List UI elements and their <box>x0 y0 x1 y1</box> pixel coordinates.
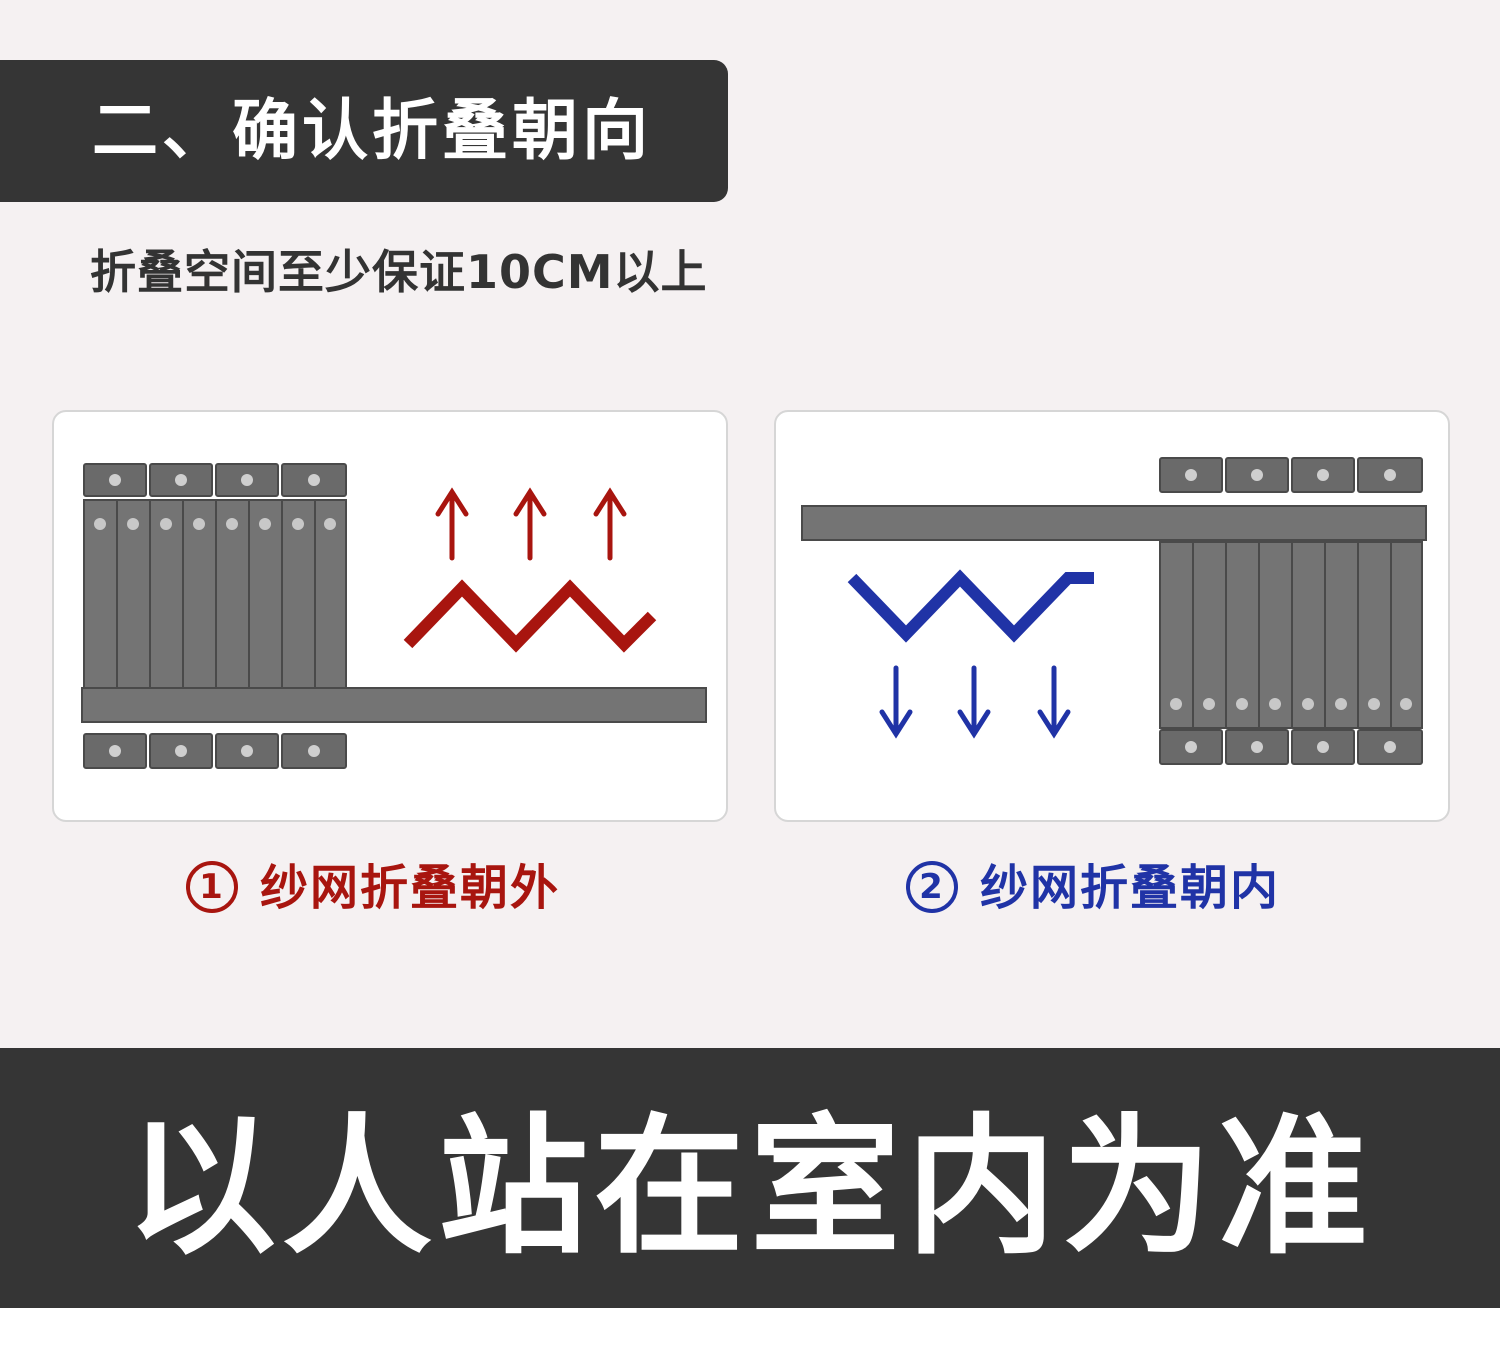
header-bar: 二、确认折叠朝向 <box>0 60 728 202</box>
pleated-screen-stack <box>83 499 347 691</box>
fold-inward-diagram <box>801 457 1427 765</box>
arrows-down-icon <box>879 665 1071 739</box>
caption-fold-inward: 2 纱网折叠朝内 <box>906 848 1280 918</box>
frame-bar <box>81 687 707 723</box>
arrows-up-icon <box>435 487 627 561</box>
card-fold-outward <box>52 410 728 822</box>
caption-fold-outward: 1 纱网折叠朝外 <box>186 848 560 918</box>
zigzag-inward-icon <box>847 569 1094 643</box>
frame-bar <box>801 505 1427 541</box>
subtitle: 折叠空间至少保证10CM以上 <box>90 245 708 299</box>
zigzag-outward-icon <box>403 579 657 653</box>
top-rail <box>1159 457 1423 493</box>
caption-label-2: 纱网折叠朝内 <box>980 860 1281 916</box>
top-rail <box>83 463 347 497</box>
footer-bar: 以人站在室内为准 <box>0 1048 1500 1308</box>
number-badge-2: 2 <box>906 861 958 913</box>
pleated-screen-stack <box>1159 541 1423 729</box>
fold-outward-diagram <box>81 463 707 769</box>
number-badge-1: 1 <box>186 861 238 913</box>
caption-label-1: 纱网折叠朝外 <box>260 860 561 916</box>
card-fold-inward <box>774 410 1450 822</box>
header-title: 二、确认折叠朝向 <box>92 92 652 169</box>
bottom-strip <box>0 1308 1500 1354</box>
footer-text: 以人站在室内为准 <box>125 1101 1374 1275</box>
bottom-rail <box>1159 729 1423 765</box>
bottom-rail <box>83 733 347 769</box>
